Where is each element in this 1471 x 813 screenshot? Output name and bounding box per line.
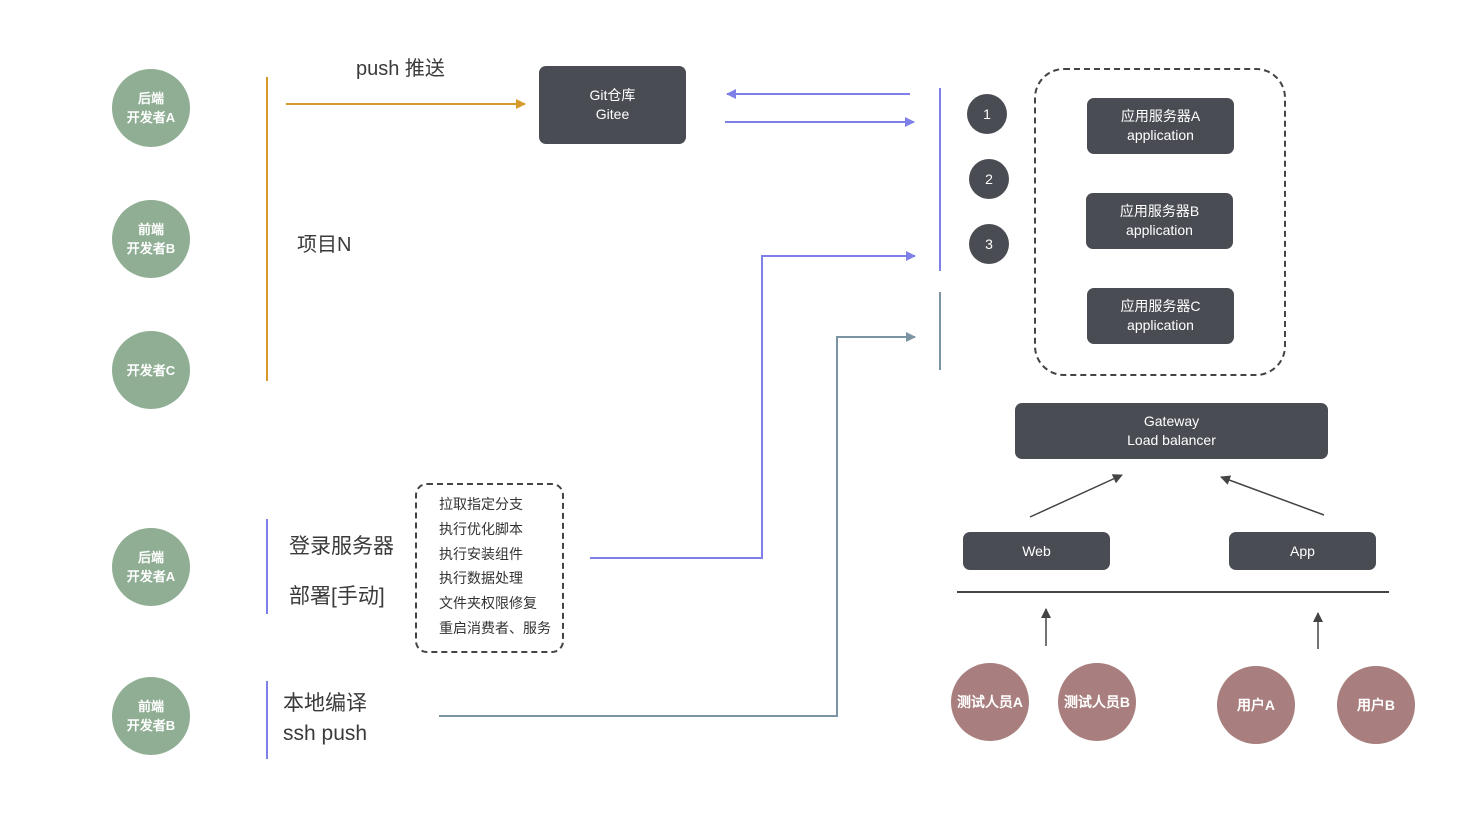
gateway-load-balancer: Gateway Load balancer: [1015, 403, 1328, 459]
deploy-steps-list: 拉取指定分支 执行优化脚本 执行安装组件 执行数据处理 文件夹权限修复 重启消费…: [439, 492, 551, 641]
step-number-1: 1: [967, 94, 1007, 134]
ssh-path-arrow: [439, 332, 916, 717]
app-client-box: App: [1229, 532, 1376, 570]
app-server-a: 应用服务器A application: [1087, 98, 1234, 154]
git-repository-box: Git仓库 Gitee: [539, 66, 686, 144]
deploy-steps-box: [415, 483, 564, 653]
step-number-2: 2: [969, 159, 1009, 199]
deploy-manual-label: 部署[手动]: [289, 585, 385, 608]
tester-a: 测试人员A: [951, 663, 1029, 741]
app-server-c: 应用服务器C application: [1087, 288, 1234, 344]
app-server-b: 应用服务器B application: [1086, 193, 1233, 249]
developer-backend-a-deploy: 后端 开发者A: [112, 528, 190, 606]
step-number-3: 3: [969, 224, 1009, 264]
app-to-gateway-arrow: [1220, 475, 1325, 516]
developer-backend-a: 后端 开发者A: [112, 69, 190, 147]
server-cluster-group: [1034, 68, 1286, 376]
deploy-step: 重启消费者、服务: [439, 619, 551, 636]
deploy-step: 执行数据处理: [439, 570, 523, 587]
login-server-label: 登录服务器: [289, 535, 394, 558]
user-b: 用户B: [1337, 666, 1415, 744]
ssh-push-label: ssh push: [283, 722, 368, 745]
developer-frontend-b: 前端 开发者B: [112, 200, 190, 278]
local-compile-label: 本地编译: [283, 692, 367, 715]
deploy-path-arrow: [590, 251, 916, 559]
web-to-gateway-arrow: [1029, 474, 1123, 518]
project-label: 项目N: [297, 234, 352, 256]
web-client-box: Web: [963, 532, 1110, 570]
tester-b: 测试人员B: [1058, 663, 1136, 741]
deploy-step: 执行安装组件: [439, 545, 523, 562]
developer-c: 开发者C: [112, 331, 190, 409]
deploy-step: 拉取指定分支: [439, 496, 523, 512]
deploy-step: 文件夹权限修复: [439, 595, 537, 612]
deploy-step: 执行优化脚本: [439, 520, 523, 537]
developer-frontend-b-ssh: 前端 开发者B: [112, 677, 190, 755]
user-a: 用户A: [1217, 666, 1295, 744]
push-label: push 推送: [356, 58, 445, 80]
